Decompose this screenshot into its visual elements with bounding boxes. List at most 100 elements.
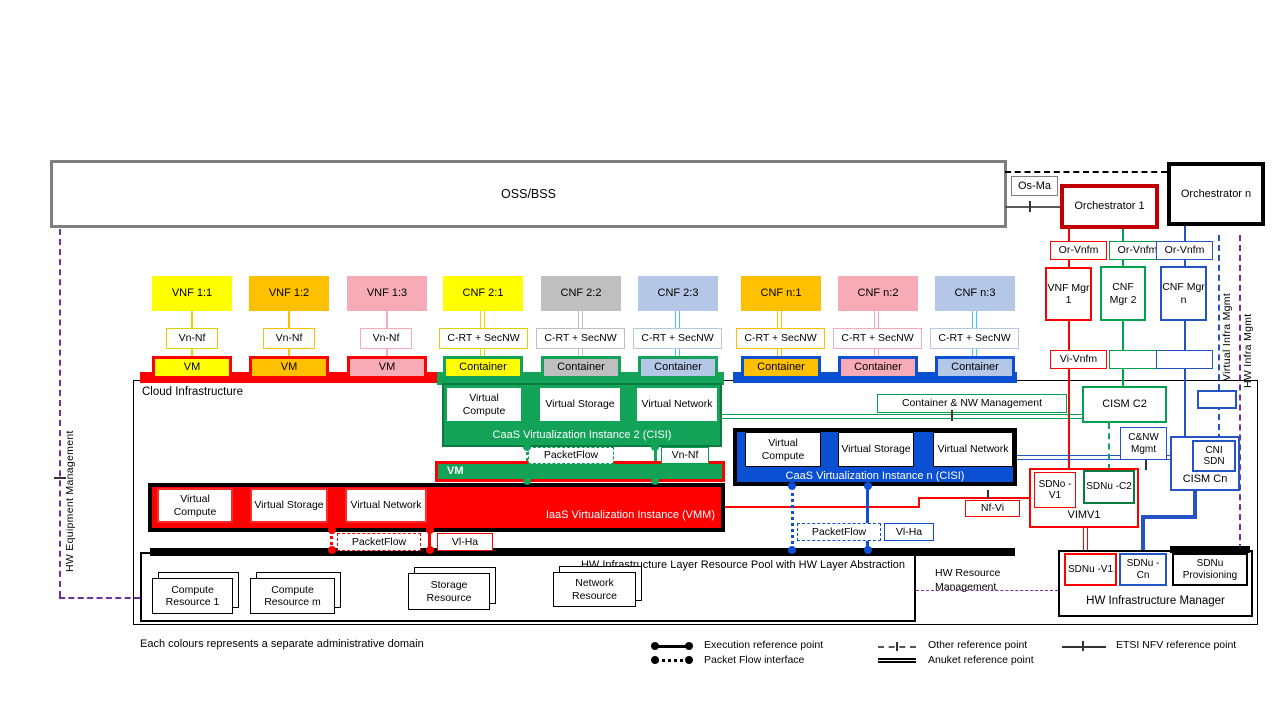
cnw-mgmt-anuket-line bbox=[1017, 455, 1170, 460]
legend-execution-label: Execution reference point bbox=[704, 639, 824, 651]
oss-orchn-dashed-line bbox=[1005, 171, 1167, 173]
c-rt-secnw-ref-2: C-RT + SecNW bbox=[536, 328, 625, 349]
vm-box-2: VM bbox=[249, 356, 329, 379]
vi-vnfm-label: Vi-Vnfm bbox=[1059, 353, 1098, 366]
caasn-packetflow-dot-bottom bbox=[788, 546, 796, 554]
hw-equipment-mgmt-dashed-v bbox=[59, 229, 61, 597]
vim-sdnu-red-line bbox=[1083, 528, 1088, 553]
legend-packetflow-dot-right bbox=[685, 656, 693, 664]
vn-nf-ref-2: Vn-Nf bbox=[263, 328, 315, 349]
cism-sdnu-blue-line-v2 bbox=[1141, 515, 1145, 553]
cnf-2-3-label: CNF 2:3 bbox=[657, 287, 699, 300]
iaas-packetflow-line bbox=[330, 531, 333, 551]
legend-etsi-icon bbox=[1062, 646, 1106, 648]
vn-nf-ref-1: Vn-Nf bbox=[166, 328, 218, 349]
cnf-mgr-n-label: CNF Mgr n bbox=[1162, 281, 1205, 306]
hw-infra-manager-label: HW Infrastructure Manager bbox=[1086, 595, 1225, 607]
caasn-vlha-dot-top bbox=[864, 482, 872, 490]
legend-packetflow-label: Packet Flow interface bbox=[704, 654, 805, 666]
iaas-packetflow-label: PacketFlow bbox=[337, 533, 421, 551]
nf-vi-label: Nf-Vi bbox=[965, 500, 1020, 517]
cnf-n-1-label: CNF n:1 bbox=[760, 287, 802, 300]
cnf-n-2-box: CNF n:2 bbox=[838, 276, 918, 311]
caasn-vlha-dot-bottom bbox=[864, 546, 872, 554]
iaas-vlha-dot-top bbox=[426, 526, 434, 534]
cnf-n-3-box: CNF n:3 bbox=[935, 276, 1015, 311]
oss-bss-box: OSS/BSS bbox=[50, 160, 1007, 228]
sdno-v1-box: SDNo -V1 bbox=[1034, 472, 1076, 508]
container-box-5: Container bbox=[838, 356, 918, 379]
legend-packetflow-icon bbox=[655, 659, 691, 662]
caasn-virtual-compute: Virtual Compute bbox=[745, 432, 821, 467]
oss-bss-label: OSS/BSS bbox=[501, 186, 556, 201]
cnf-mgr-2-label: CNF Mgr 2 bbox=[1109, 281, 1137, 306]
legend-execution-icon bbox=[655, 645, 691, 648]
legend-anuket-label: Anuket reference point bbox=[928, 654, 1034, 666]
hw-infra-mgmt-dashed-line bbox=[1239, 235, 1241, 570]
caas2-packetflow-dot-top bbox=[523, 443, 531, 451]
c-rt-secnw-ref-6: C-RT + SecNW bbox=[930, 328, 1019, 349]
vm-box-1: VM bbox=[152, 356, 232, 379]
nf-vi-line-2 bbox=[918, 498, 920, 508]
iaas-packetflow-dot-bottom bbox=[328, 546, 336, 554]
hw-equipment-mgmt-label: HW Equipment Management bbox=[64, 430, 76, 572]
container-box-4: Container bbox=[741, 356, 821, 379]
vi-cnfm-blue-box-empty bbox=[1156, 350, 1213, 369]
hw-resource-mgmt-dashed-line bbox=[916, 590, 1058, 591]
nf-vi-etsi-tick bbox=[987, 490, 989, 499]
caas2-virtual-storage: Virtual Storage bbox=[540, 388, 620, 421]
cnfmn-blue-line bbox=[1184, 226, 1186, 436]
caas2-label: CaaS Virtualization Instance 2 (CISI) bbox=[492, 428, 672, 441]
hw-equipment-mgmt-tick bbox=[54, 477, 66, 479]
caas2-vnnf-dot-top bbox=[651, 443, 659, 451]
iaas-virtual-network: Virtual Network bbox=[345, 488, 427, 523]
iaas-virtual-compute: Virtual Compute bbox=[157, 488, 233, 523]
c-rt-secnw-ref-5: C-RT + SecNW bbox=[833, 328, 922, 349]
cnf-mgr-n-box: CNF Mgr n bbox=[1160, 266, 1207, 321]
hw-pool-label: HW Infrastructure Layer Resource Pool wi… bbox=[580, 559, 905, 571]
cism-c2-box: CISM C2 bbox=[1082, 386, 1167, 423]
c-rt-secnw-ref-1: C-RT + SecNW bbox=[439, 328, 528, 349]
or-vnfm-green-box: Or-Vnfm bbox=[1109, 241, 1166, 260]
cnf-n-3-label: CNF n:3 bbox=[954, 287, 996, 300]
container-box-1: Container bbox=[443, 356, 523, 379]
c-rt-secnw-ref-4: C-RT + SecNW bbox=[736, 328, 825, 349]
legend-execution-dot-right bbox=[685, 642, 693, 650]
legend-other-tick bbox=[896, 642, 898, 651]
caas2-virtual-network: Virtual Network bbox=[637, 388, 717, 421]
cnf-n-2-label: CNF n:2 bbox=[857, 287, 899, 300]
virtual-infra-mgmt-label: Virtual Infra Mgmt bbox=[1221, 292, 1233, 381]
caasn-virtual-network: Virtual Network bbox=[933, 432, 1013, 467]
cism-sdnu-blue-line-v1 bbox=[1193, 491, 1197, 519]
cnf-n-1-box: CNF n:1 bbox=[741, 276, 821, 311]
vnf-1-3-label: VNF 1:3 bbox=[366, 287, 408, 300]
compute-resource-m-box: Compute Resource m bbox=[250, 578, 335, 614]
cnf-mgr-2-box: CNF Mgr 2 bbox=[1100, 266, 1146, 321]
hw-equipment-mgmt-dashed-h bbox=[59, 597, 140, 599]
container-box-2: Container bbox=[541, 356, 621, 379]
caas2-vnnf-label: Vn-Nf bbox=[661, 447, 709, 464]
caas2-packetflow-dot-bottom bbox=[523, 477, 531, 485]
caasn-packetflow-line bbox=[791, 486, 794, 551]
legend-packetflow-dot-left bbox=[651, 656, 659, 664]
caasn-label: CaaS Virtualization Instance n (CISI) bbox=[785, 469, 965, 482]
cism-sdnu-blue-line-h bbox=[1141, 515, 1197, 519]
cism-cn-label: CISM Cn bbox=[1182, 473, 1228, 485]
orchestrator-n-label: Orchestrator n bbox=[1180, 187, 1252, 200]
cnf-2-1-box: CNF 2:1 bbox=[443, 276, 523, 311]
cloud-infrastructure-label: Cloud Infrastructure bbox=[142, 386, 243, 398]
admin-domain-note: Each colours represents a separate admin… bbox=[140, 638, 424, 650]
vm-box-3: VM bbox=[347, 356, 427, 379]
vnf-1-2-box: VNF 1:2 bbox=[249, 276, 329, 311]
hw-abstraction-bar bbox=[150, 548, 1015, 556]
vnf-1-1-box: VNF 1:1 bbox=[152, 276, 232, 311]
compute-resource-1-box: Compute Resource 1 bbox=[152, 578, 233, 614]
legend-etsi-label: ETSI NFV reference point bbox=[1116, 639, 1237, 651]
sdnu-provisioning-box: SDNu Provisioning bbox=[1172, 553, 1248, 586]
or-vnfm-blue-label: Or-Vnfm bbox=[1164, 244, 1205, 257]
caasn-virtual-storage: Virtual Storage bbox=[838, 432, 914, 467]
iaas-packetflow-dot-top bbox=[328, 526, 336, 534]
os-ma-etsi-tick bbox=[1029, 201, 1031, 212]
sdnu-c2-box: SDNu -C2 bbox=[1083, 470, 1135, 504]
hw-resource-mgmt-label: HW Resource Management bbox=[935, 567, 1001, 594]
